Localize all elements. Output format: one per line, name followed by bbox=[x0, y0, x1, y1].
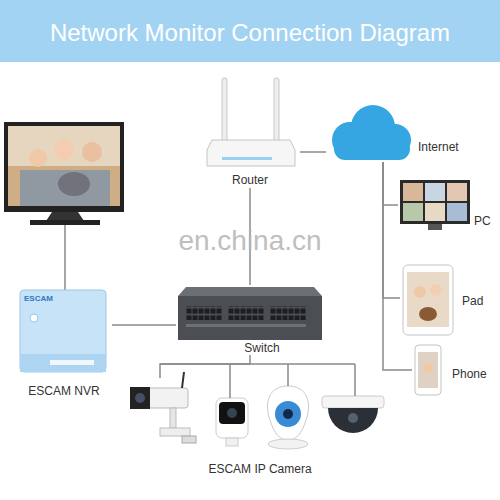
pc-illustration bbox=[400, 180, 470, 230]
cloud-part bbox=[334, 138, 410, 160]
network-cable bbox=[383, 162, 412, 370]
face bbox=[54, 140, 74, 160]
port-block bbox=[228, 306, 264, 320]
router-leds bbox=[222, 157, 272, 160]
node-label: Switch bbox=[234, 341, 290, 355]
camera-base bbox=[160, 428, 190, 436]
antenna bbox=[222, 78, 227, 142]
monitor-base bbox=[30, 220, 100, 225]
nvr-button bbox=[30, 314, 38, 322]
bullet-camera bbox=[148, 388, 188, 408]
face bbox=[423, 363, 433, 373]
router-node: Router bbox=[200, 76, 300, 188]
camera-base bbox=[268, 439, 308, 449]
camera-lens bbox=[283, 409, 293, 419]
network-cable bbox=[300, 151, 326, 153]
video-tile bbox=[403, 203, 423, 221]
switch-node: Switch bbox=[176, 285, 324, 355]
video-tile bbox=[447, 203, 467, 221]
diagram-title: Network Monitor Connection Diagram bbox=[0, 18, 500, 48]
nvr-illustration bbox=[20, 290, 106, 372]
network-cable bbox=[383, 162, 400, 298]
monitor-wire bbox=[64, 225, 66, 290]
antenna bbox=[274, 78, 279, 142]
network-cable bbox=[160, 355, 250, 378]
camera-node: ESCAM IP Camera bbox=[122, 378, 398, 478]
pad-node: Pad bbox=[400, 262, 490, 338]
camera-illustration bbox=[130, 372, 384, 449]
face bbox=[430, 284, 442, 296]
dog bbox=[419, 307, 437, 321]
pc-node: PC bbox=[398, 176, 496, 232]
camera-front bbox=[130, 387, 150, 409]
clothes bbox=[20, 170, 110, 206]
camera-base bbox=[226, 438, 238, 446]
nvr-front bbox=[20, 354, 106, 372]
camera-lens bbox=[135, 393, 145, 403]
video-tile bbox=[425, 203, 445, 221]
video-tile bbox=[425, 183, 445, 201]
face bbox=[82, 142, 102, 162]
camera-wire bbox=[229, 364, 231, 398]
node-label: ESCAM IP Camera bbox=[122, 462, 398, 476]
nvr-body bbox=[20, 290, 106, 372]
switch-top bbox=[178, 287, 322, 296]
dome-camera bbox=[322, 396, 384, 408]
monitor-stand bbox=[46, 212, 84, 221]
watermark: en.china.cn bbox=[100, 224, 400, 258]
phone-body bbox=[415, 345, 441, 395]
router-illustration bbox=[207, 78, 295, 166]
switch-strip bbox=[186, 324, 306, 327]
camera-dome bbox=[328, 408, 378, 433]
pad-body bbox=[403, 265, 453, 335]
internet-node: Internet bbox=[326, 104, 471, 162]
port-block bbox=[186, 306, 222, 320]
node-label: Phone bbox=[452, 367, 496, 381]
camera-lens bbox=[348, 413, 358, 423]
camera-bracket bbox=[170, 408, 176, 428]
network-cable bbox=[383, 162, 398, 205]
switch-illustration bbox=[178, 287, 322, 340]
cloud-illustration bbox=[332, 105, 411, 160]
node-label: PC bbox=[474, 214, 496, 228]
face bbox=[414, 286, 426, 298]
camera-lens bbox=[227, 408, 237, 418]
video-tile bbox=[447, 183, 467, 201]
camera-wire bbox=[287, 364, 289, 386]
camera-front bbox=[219, 402, 245, 424]
monitor-frame bbox=[4, 122, 124, 212]
node-label: ESCAM NVR bbox=[16, 384, 112, 398]
camera-bus bbox=[160, 363, 355, 365]
face bbox=[29, 149, 47, 167]
pad-illustration bbox=[403, 265, 453, 335]
camera-ball bbox=[275, 401, 301, 427]
phone-node: Phone bbox=[412, 343, 496, 399]
phone-illustration bbox=[415, 345, 441, 395]
network-cable bbox=[112, 324, 176, 326]
nvr-ports bbox=[50, 360, 94, 365]
camera-plug bbox=[182, 436, 196, 443]
pad-screen bbox=[407, 272, 449, 327]
phone-screen bbox=[418, 352, 438, 388]
video-tile bbox=[403, 183, 423, 201]
node-label: Internet bbox=[418, 140, 471, 154]
router-body bbox=[207, 140, 295, 166]
dome-camera bbox=[267, 386, 308, 440]
cube-camera bbox=[216, 398, 248, 438]
monitor-screen bbox=[8, 126, 120, 206]
monitor-illustration bbox=[4, 122, 124, 225]
node-label: ESCAM bbox=[24, 294, 74, 304]
node-label: Pad bbox=[462, 294, 490, 308]
switch-body bbox=[178, 296, 322, 340]
nvr-node: ESCAM ESCAM NVR bbox=[16, 288, 112, 402]
screen-wall bbox=[8, 126, 120, 166]
pc-screen bbox=[400, 180, 470, 224]
pc-stand bbox=[428, 224, 442, 230]
node-label: Router bbox=[200, 173, 300, 187]
camera-antenna bbox=[182, 372, 184, 388]
port-block bbox=[270, 306, 306, 320]
camera-wire bbox=[354, 364, 356, 396]
